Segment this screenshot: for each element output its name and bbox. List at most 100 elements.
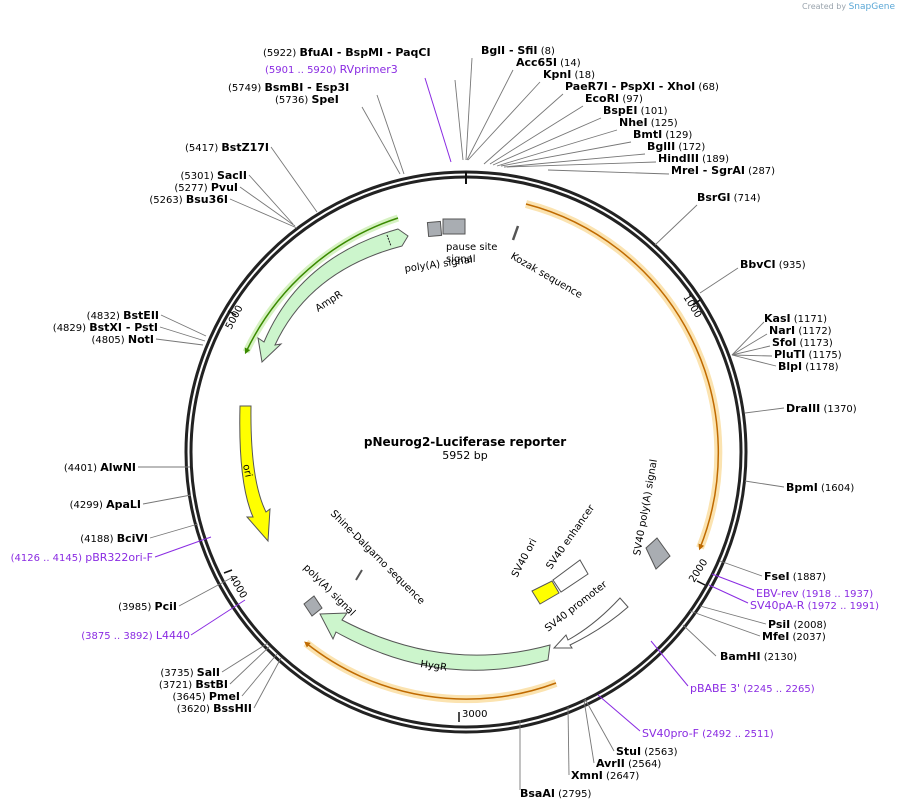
site-name-bsu36i-0: Bsu36I — [186, 193, 228, 206]
site-hindiii[interactable]: HindIII (189) — [506, 152, 729, 168]
feature-pause-site[interactable] — [442, 218, 466, 235]
site-name-bsaai-0: BsaAI — [520, 787, 555, 800]
site-paer7i[interactable]: PaeR7I - PspXI - XhoI (68) — [483, 80, 719, 165]
feature-ori[interactable] — [239, 405, 271, 543]
site-bsshii[interactable]: (3620) BssHII — [177, 657, 282, 715]
site-ecori[interactable]: EcoRI (97) — [489, 92, 643, 165]
site-label-mfei: MfeI (2037) — [762, 630, 826, 643]
feature-sv40-polya[interactable] — [645, 537, 671, 570]
feature-kozak[interactable] — [511, 225, 520, 241]
site-label-mrei: MreI - SgrAI (287) — [671, 164, 775, 177]
label-pause-site: pause site — [446, 242, 497, 253]
site-pos-avrii: (2564) — [625, 759, 662, 770]
site-pcii[interactable]: (3985) PciI — [118, 576, 234, 613]
site-pos-alwni: (4401) — [64, 463, 100, 474]
site-mrei[interactable]: MreI - SgrAI (287) — [547, 164, 775, 177]
site-nari[interactable]: NarI (1172) — [731, 324, 832, 356]
site-pvui[interactable]: (5277) PvuI — [174, 181, 296, 227]
site-leader-bsu36i — [229, 198, 298, 229]
site-name-paer7i-1: - PspXI — [608, 80, 655, 93]
site-bstxi[interactable]: (4829) BstXI - PstI — [53, 321, 206, 342]
site-bfuai[interactable]: (5922) BfuAI - BspMI - PaqCI — [263, 46, 464, 161]
site-pos-bfuai: (5922) — [263, 48, 299, 59]
site-sacii[interactable]: (5301) SacII — [181, 169, 294, 225]
site-pluti[interactable]: PluTI (1175) — [731, 348, 842, 361]
site-blpi[interactable]: BlpI (1178) — [731, 354, 839, 373]
site-fsei[interactable]: FseI (1887) — [719, 560, 826, 583]
feature-sv40-enhancer[interactable] — [552, 559, 589, 593]
feature-sv40-promoter[interactable] — [552, 597, 629, 649]
feature-polya-top[interactable] — [426, 220, 443, 238]
label-pause-site-2: signal — [446, 254, 476, 265]
site-pbr322ori[interactable]: (4126 .. 4145) pBR322ori-F — [11, 536, 212, 564]
site-bcivi[interactable]: (4188) BciVI — [80, 523, 199, 545]
site-sv40par[interactable]: SV40pA-R (1972 .. 1991) — [708, 584, 879, 612]
site-leader-sali — [221, 642, 269, 673]
site-label-draiii: DraIII (1370) — [786, 402, 857, 415]
site-pos-bsteii: (4832) — [87, 311, 123, 322]
site-bsrgi[interactable]: BsrGI (714) — [654, 191, 761, 246]
site-xmni[interactable]: XmnI (2647) — [567, 706, 639, 782]
site-bmti[interactable]: BmtI (129) — [500, 128, 692, 167]
site-sali[interactable]: (3735) SalI — [160, 642, 269, 679]
site-pmei[interactable]: (3645) PmeI — [172, 653, 278, 703]
site-bbvci[interactable]: BbvCI (935) — [699, 258, 806, 294]
site-label-alwni: (4401) AlwNI — [64, 461, 136, 474]
site-pos-stui: (2563) — [641, 747, 678, 758]
feature-sv40-ori[interactable] — [531, 580, 560, 605]
site-stui[interactable]: StuI (2563) — [584, 698, 678, 758]
site-avrii[interactable]: AvrII (2564) — [583, 699, 662, 770]
site-bsaai[interactable]: BsaAI (2795) — [519, 720, 591, 800]
site-mfei[interactable]: MfeI (2037) — [689, 610, 826, 643]
site-name-noti-0: NotI — [128, 333, 154, 346]
site-kasi[interactable]: KasI (1171) — [731, 312, 827, 356]
label-sv40-enhancer: SV40 enhancer — [544, 502, 597, 571]
site-rvprimer3[interactable]: (5901 .. 5920) RVprimer3 — [265, 63, 452, 163]
site-label-psii: PsiI (2008) — [768, 618, 827, 631]
site-bsu36i[interactable]: (5263) Bsu36I — [149, 193, 298, 229]
site-pos-kasi: (1171) — [791, 314, 828, 325]
site-ebvrev[interactable]: EBV-rev (1918 .. 1937) — [711, 573, 873, 600]
site-bspei[interactable]: BspEI (101) — [492, 104, 668, 166]
restriction-sites: (5922) BfuAI - BspMI - PaqCI(5901 .. 592… — [11, 44, 879, 800]
site-pos-spei: (5736) — [275, 95, 311, 106]
site-acc65i[interactable]: Acc65I (14) — [466, 56, 581, 161]
site-bglii[interactable]: BglII (172) — [503, 140, 705, 168]
site-draiii[interactable]: DraIII (1370) — [744, 402, 857, 415]
site-name-bfuai-2: - PaqCI — [383, 46, 430, 59]
site-bsmbi[interactable]: (5749) BsmBI - Esp3I — [228, 81, 405, 175]
site-alwni[interactable]: (4401) AlwNI — [64, 461, 190, 474]
site-leader-bspei — [492, 117, 602, 166]
site-label-bsrgi: BsrGI (714) — [697, 191, 761, 204]
site-leader-kasi — [731, 321, 765, 356]
site-label-rvprimer3: (5901 .. 5920) RVprimer3 — [265, 63, 398, 76]
site-bsteii[interactable]: (4832) BstEII — [87, 309, 207, 337]
site-name-pvui-0: PvuI — [211, 181, 238, 194]
site-label-kasi: KasI (1171) — [764, 312, 827, 325]
site-nhei[interactable]: NheI (125) — [496, 116, 678, 167]
feature-luciferase-arc[interactable] — [524, 200, 723, 550]
site-spei[interactable]: (5736) SpeI — [275, 93, 401, 175]
site-bpmi[interactable]: BpmI (1604) — [744, 480, 854, 494]
feature-polya-hygr[interactable] — [303, 595, 323, 617]
site-name-bfuai-1: - BspMI — [333, 46, 383, 59]
feature-hygr[interactable] — [319, 612, 551, 671]
site-bstz17i[interactable]: (5417) BstZ17I — [185, 141, 318, 213]
site-pos-nhei: (125) — [648, 118, 678, 129]
site-leader-kpni — [467, 81, 541, 161]
site-sv40prof[interactable]: SV40pro-F (2492 .. 2511) — [597, 694, 774, 740]
site-sfoi[interactable]: SfoI (1173) — [731, 336, 833, 356]
site-bstbi[interactable]: (3721) BstBI — [159, 645, 271, 691]
site-pos-noti: (4805) — [91, 335, 127, 346]
site-psii[interactable]: PsiI (2008) — [699, 605, 827, 631]
site-kpni[interactable]: KpnI (18) — [467, 68, 595, 161]
site-pbabe3[interactable]: pBABE 3' (2245 .. 2265) — [650, 640, 815, 695]
site-bglI[interactable]: BglI - SfiI (8) — [465, 44, 555, 161]
site-bamhi[interactable]: BamHI (2130) — [682, 624, 797, 663]
site-apali[interactable]: (4299) ApaLI — [70, 494, 192, 511]
site-pos-bglI: (8) — [538, 46, 555, 57]
site-l4440[interactable]: (3875 .. 3892) L4440 — [81, 599, 246, 642]
feature-shine-dalgarno[interactable] — [355, 569, 363, 581]
feature-ampr[interactable] — [257, 228, 409, 364]
site-noti[interactable]: (4805) NotI — [91, 333, 204, 346]
